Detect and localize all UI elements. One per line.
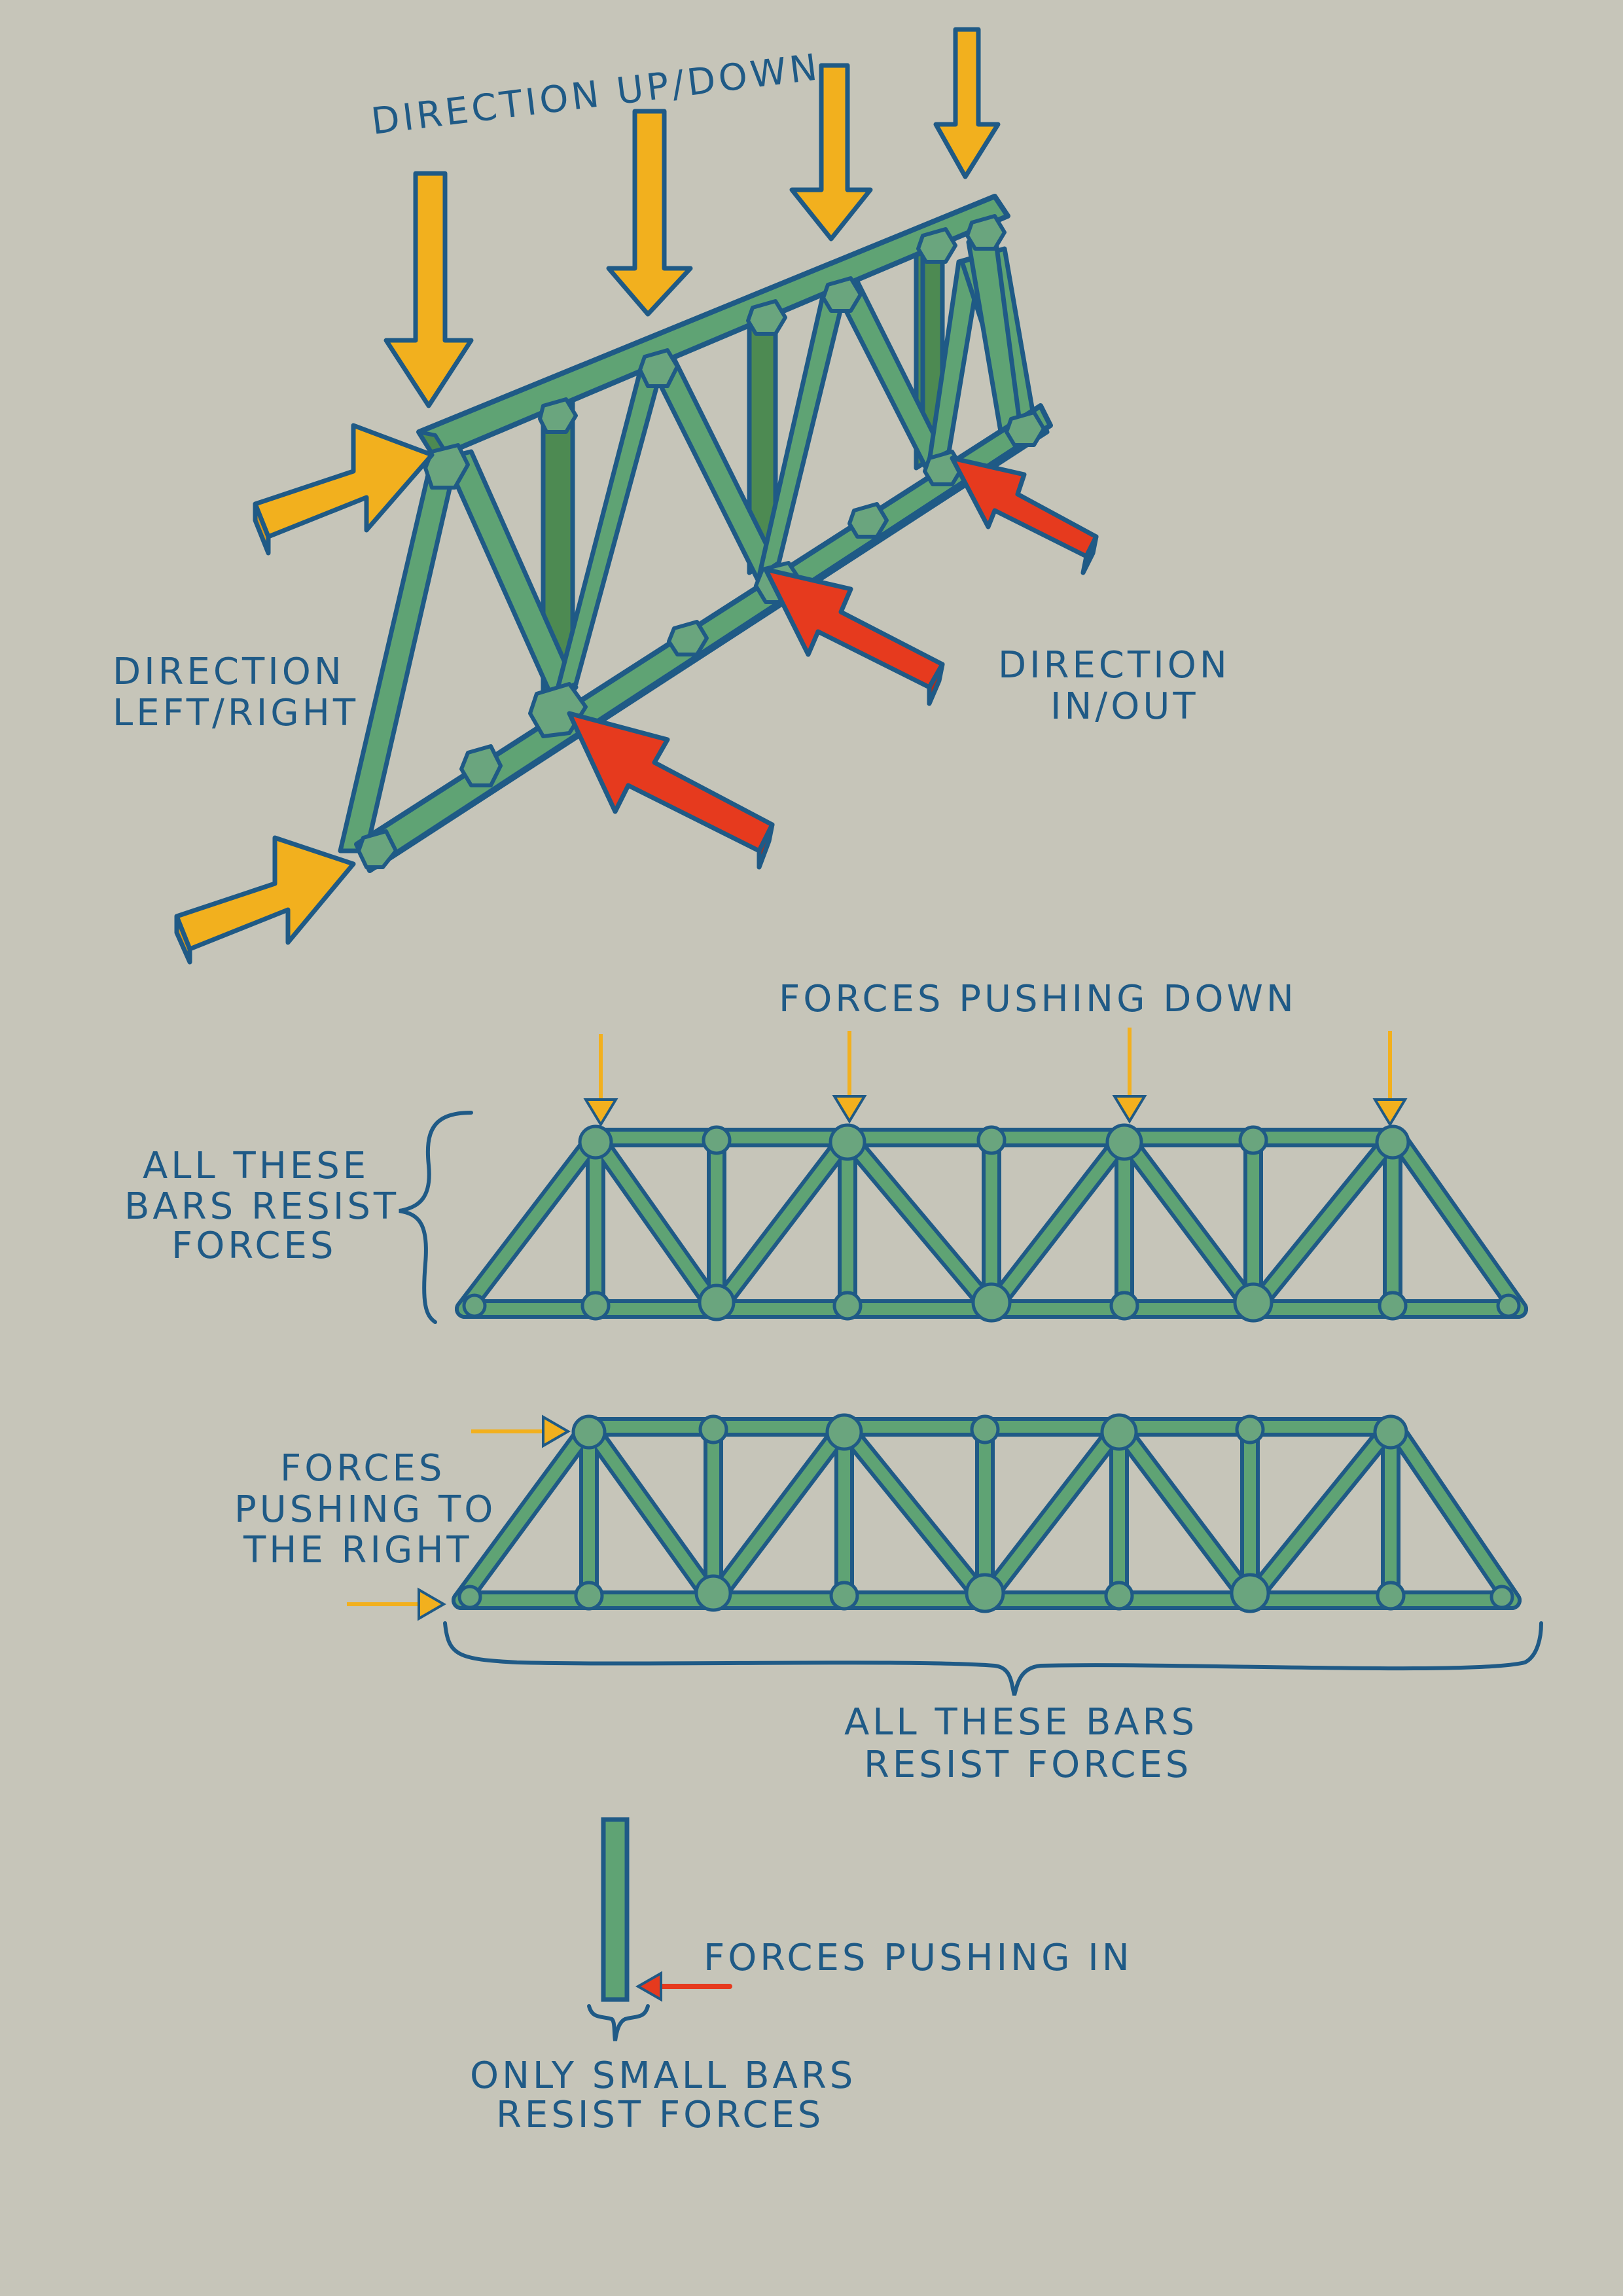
label-direction-left-right-2: LEFT/RIGHT — [113, 692, 359, 734]
truss-side-view-2 — [452, 1413, 1522, 1613]
right-arrow-icon — [471, 1414, 571, 1448]
label-only-small-bars-1: ONLY SMALL BARS — [470, 2054, 856, 2097]
label-all-these-bars-left-1: ALL THESE — [143, 1145, 369, 1187]
right-arrows-2d — [347, 1414, 571, 1621]
label-all-these-bars-bottom-2: RESIST FORCES — [864, 1744, 1192, 1786]
down-arrow-icon — [789, 63, 873, 242]
left-brace — [399, 1111, 473, 1324]
label-direction-left-right-1: DIRECTION — [113, 651, 345, 693]
down-arrows-3d — [383, 27, 1001, 408]
down-arrow-icon — [933, 27, 1001, 179]
right-arrow-icon — [174, 835, 356, 965]
red-arrow-icon — [763, 567, 945, 706]
label-direction-in-out-2: IN/OUT — [1050, 685, 1199, 728]
single-bar — [601, 1817, 630, 2002]
label-all-these-bars-left-2: BARS RESIST — [124, 1185, 399, 1228]
down-arrow-icon — [383, 171, 474, 408]
down-arrow-icon — [1112, 1028, 1147, 1124]
red-arrow-icon — [950, 456, 1099, 575]
down-arrow-icon — [832, 1031, 867, 1124]
truss-side-view-1 — [455, 1123, 1528, 1323]
label-all-these-bars-left-3: FORCES — [171, 1225, 336, 1267]
label-forces-pushing-down: FORCES PUSHING DOWN — [779, 978, 1297, 1020]
label-forces-right-3: THE RIGHT — [243, 1529, 473, 1571]
right-arrow-icon — [347, 1587, 446, 1621]
label-only-small-bars-2: RESIST FORCES — [496, 2094, 824, 2136]
isometric-truss — [338, 194, 1053, 873]
small-brace — [587, 2004, 650, 2041]
bottom-brace — [443, 1621, 1543, 1696]
label-forces-right-2: PUSHING TO — [234, 1488, 496, 1531]
label-all-these-bars-bottom-1: ALL THESE BARS — [844, 1701, 1198, 1744]
right-arrow-icon — [253, 423, 435, 556]
label-forces-right-1: FORCES — [280, 1447, 445, 1490]
down-arrow-icon — [1372, 1031, 1408, 1127]
down-arrows-2d — [583, 1028, 1408, 1127]
down-arrow-icon — [583, 1034, 618, 1127]
label-direction-up-down: DIRECTION UP/DOWN — [369, 46, 823, 143]
label-direction-in-out-1: DIRECTION — [998, 644, 1230, 687]
red-arrow-icon — [567, 711, 775, 870]
red-arrow-icon — [635, 1971, 732, 2002]
down-arrow-icon — [606, 109, 693, 317]
label-forces-pushing-in: FORCES PUSHING IN — [704, 1937, 1133, 1979]
in-arrows-3d — [567, 456, 1099, 870]
right-arrows-3d — [174, 423, 435, 965]
